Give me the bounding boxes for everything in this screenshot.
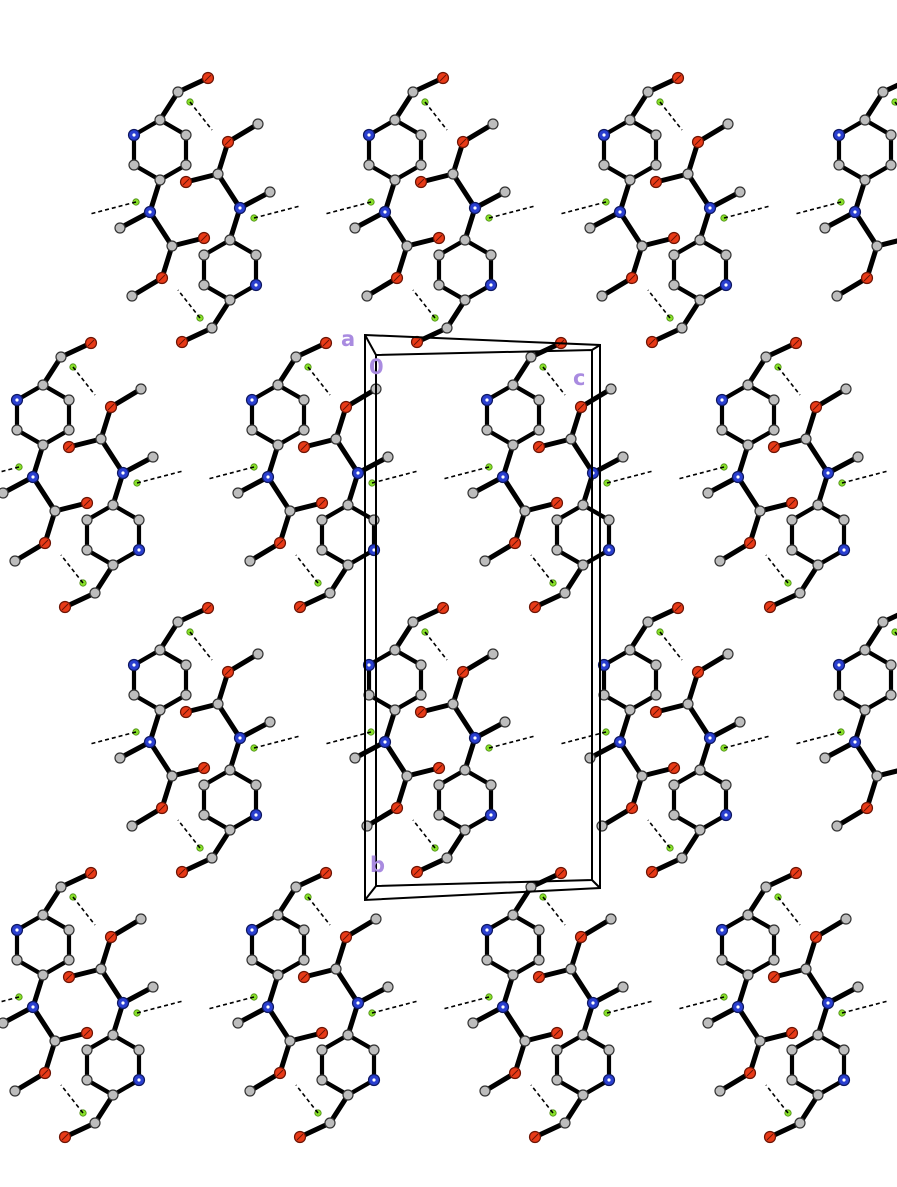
molecule [678,338,802,567]
axis-label-c: c [573,366,585,390]
molecule [325,73,449,302]
molecule [443,868,567,1097]
molecule [560,73,684,302]
molecule [208,868,332,1097]
molecule [295,384,419,613]
molecule [530,914,654,1143]
molecule [412,119,536,348]
molecule [678,868,802,1097]
molecule-lattice [0,73,897,1143]
molecule [208,338,332,567]
origin-label: 0 [369,355,384,379]
unit-cell [364,333,601,902]
molecule [0,868,97,1097]
molecule [177,649,301,878]
molecule [412,649,536,878]
molecule [560,603,684,832]
molecule [90,603,214,832]
molecule [177,119,301,348]
molecule [60,914,184,1143]
molecule [295,914,419,1143]
molecule [765,914,889,1143]
molecule [0,338,97,567]
molecule [60,384,184,613]
molecule [795,603,897,832]
molecule [647,649,771,878]
molecule [795,73,897,302]
molecule [765,384,889,613]
molecule [443,338,567,567]
molecule [90,73,214,302]
axis-label-a: a [341,327,355,351]
molecule [325,603,449,832]
axis-label-b: b [370,853,385,877]
molecule [647,119,771,348]
